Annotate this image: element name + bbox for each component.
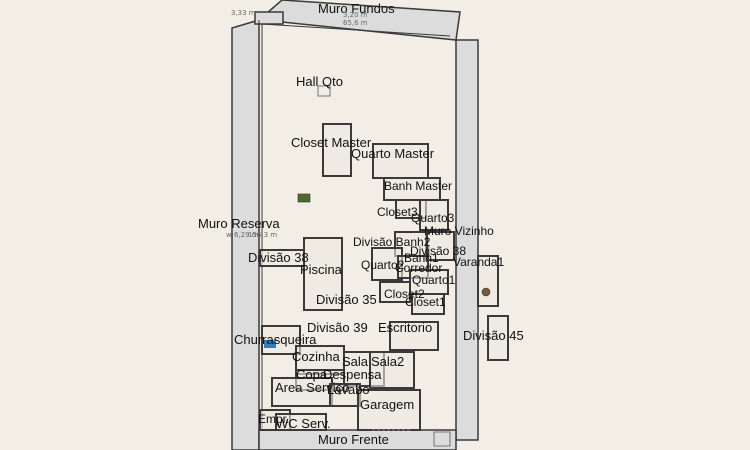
label-wc-serv: WC Serv.	[276, 416, 331, 431]
boundary-lines	[258, 20, 457, 450]
label-closet1: Closet1	[405, 295, 446, 309]
line-fundos-inner	[261, 23, 451, 37]
room-garagem	[357, 389, 421, 431]
label-cozinha: Cozinha	[292, 349, 340, 364]
label-muro-frente: Muro Frente	[318, 432, 389, 447]
label-copa: Copa	[296, 367, 328, 382]
label-sala: Sala	[342, 354, 369, 369]
wall-muro-reserva	[231, 18, 260, 450]
label-corredor: Corredor	[395, 261, 443, 275]
label-despensa: Despensa	[323, 367, 382, 382]
room-divisao-45	[487, 315, 509, 361]
room-divisao-38-left	[259, 249, 305, 267]
label-sala2: Sala2	[371, 354, 405, 369]
label-quarto3: Quarto3	[411, 211, 455, 225]
room-closet1	[411, 293, 445, 315]
label-closet2: Closet2	[384, 287, 425, 301]
label-quarto-master: Quarto Master	[351, 146, 435, 161]
room-quarto3	[419, 199, 449, 231]
label-escritorio: Escritorio	[378, 320, 433, 335]
room-churrasqueira	[261, 325, 301, 355]
room-piscina	[303, 237, 343, 311]
room-escritorio	[389, 321, 439, 351]
label-divisao-38-right: Divisão 38	[410, 244, 467, 258]
label-hall-qto: Hall Qto	[296, 74, 343, 89]
hall-fixture	[317, 85, 331, 97]
room-wc-serv	[275, 413, 327, 431]
table-round	[481, 287, 491, 297]
rooms	[259, 123, 509, 431]
measure-fundos-1: 3,20 m	[343, 11, 368, 19]
room-closet2	[379, 281, 411, 303]
label-divisao-banh2: Divisão Banh2	[353, 235, 431, 249]
room-area-servico	[271, 377, 333, 407]
label-closet3: Closet3	[377, 205, 418, 219]
stairs-hatch	[433, 431, 451, 447]
room-closet-master	[322, 123, 352, 177]
label-muro-reserva: Muro Reserva	[198, 216, 280, 231]
label-garagem: Garagem	[360, 397, 415, 412]
label-lavabo: Lavabo	[327, 382, 370, 397]
label-varanda1: Varanda1	[453, 255, 505, 269]
label-piscina: Piscina	[300, 262, 342, 277]
label-churrasqueira: Churrasqueira	[234, 332, 317, 347]
wall-muro-vizinho	[455, 39, 479, 441]
measure-fundos-2: 65,6 m	[343, 19, 368, 27]
measure-reserva-2: 156,3 m	[248, 231, 278, 239]
label-empr: Empr.	[258, 412, 290, 426]
measure-reserva-1: w 6,29 m	[226, 231, 259, 239]
fixtures	[264, 85, 491, 447]
label-divisao-45: Divisão 45	[463, 328, 524, 343]
label-quarto1: Quarto1	[412, 273, 456, 287]
label-banh-master: Banh Master	[384, 179, 453, 193]
label-divisao-35: Divisão 35	[316, 292, 377, 307]
bed-master	[297, 193, 311, 203]
label-muro-fundos: Muro Fundos	[318, 1, 395, 16]
label-divisao-38-left: Divisão 38	[248, 250, 309, 265]
pool-water	[264, 340, 276, 348]
label-banh1: Banh1	[404, 251, 439, 265]
label-area-servico: Area Serviço	[275, 380, 350, 395]
label-closet-master: Closet Master	[291, 135, 372, 150]
room-sala2	[369, 351, 415, 389]
room-quarto1	[409, 269, 449, 295]
measure-top-left: 3,33 m	[231, 9, 256, 17]
label-divisao-39: Divisão 39	[307, 320, 368, 335]
label-quarto2: Quarto2	[361, 258, 405, 272]
room-quarto-master	[372, 143, 429, 179]
label-muro-vizinho: Muro Vizinho	[424, 224, 494, 238]
